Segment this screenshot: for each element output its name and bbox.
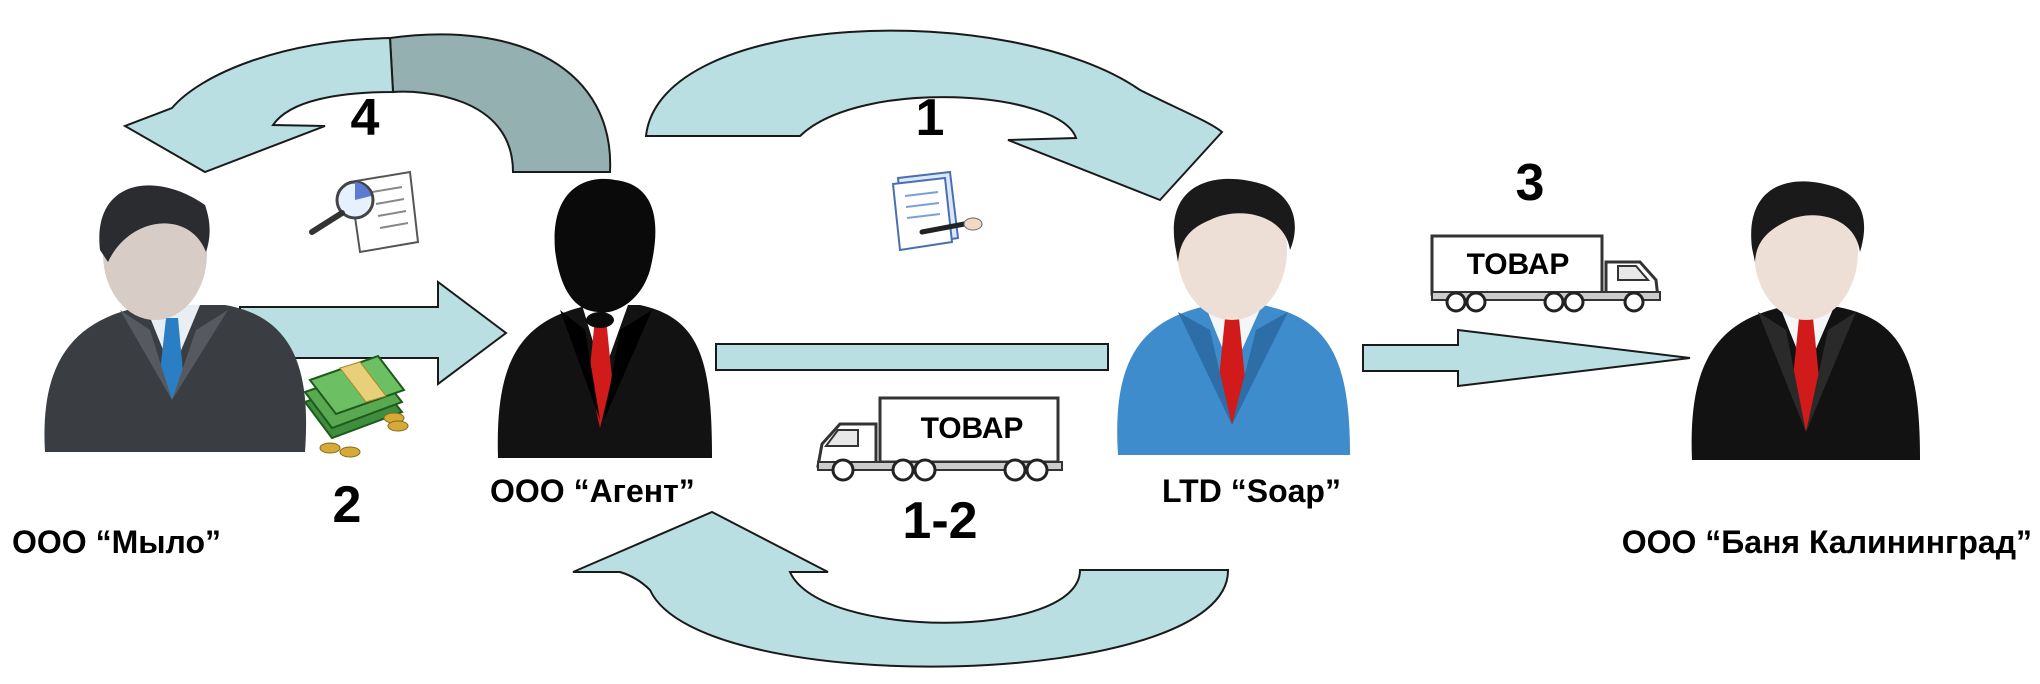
arrow-step-1-2 — [572, 510, 1230, 668]
truck-lower-label: ТОВАР — [921, 412, 1024, 445]
truck-icon — [1430, 234, 1661, 313]
step-2-label: 2 — [333, 476, 362, 534]
party-agent-label: ООО “Агент” — [490, 473, 695, 509]
money-stack-icon — [303, 354, 409, 458]
truck-icon — [816, 396, 1063, 482]
person-soap-avatar — [1117, 178, 1350, 455]
person-banya-avatar — [1691, 181, 1920, 460]
step-1-2-label: 1-2 — [902, 492, 977, 550]
arrow-step-4 — [122, 33, 612, 174]
party-soap-label: LTD “Soap” — [1162, 473, 1341, 509]
arrow-step-1 — [644, 29, 1224, 202]
party-mylo-label: ООО “Мыло” — [12, 524, 221, 560]
arrow-step-3 — [1362, 328, 1691, 388]
truck-upper-label: ТОВАР — [1467, 248, 1570, 281]
step-1-label: 1 — [916, 89, 945, 147]
step-3-label: 3 — [1516, 154, 1545, 212]
step-4-label: 4 — [351, 89, 380, 147]
contract-signing-icon — [891, 170, 983, 252]
person-mylo-avatar — [44, 185, 307, 452]
party-banya-label: ООО “Баня Калининград” — [1622, 524, 2032, 560]
truck-upper: ТОВАР — [1430, 234, 1661, 313]
truck-lower: ТОВАР — [816, 396, 1063, 482]
document-magnifier-icon — [309, 170, 420, 254]
person-agent-avatar — [497, 178, 712, 458]
connector-bar — [715, 343, 1109, 371]
